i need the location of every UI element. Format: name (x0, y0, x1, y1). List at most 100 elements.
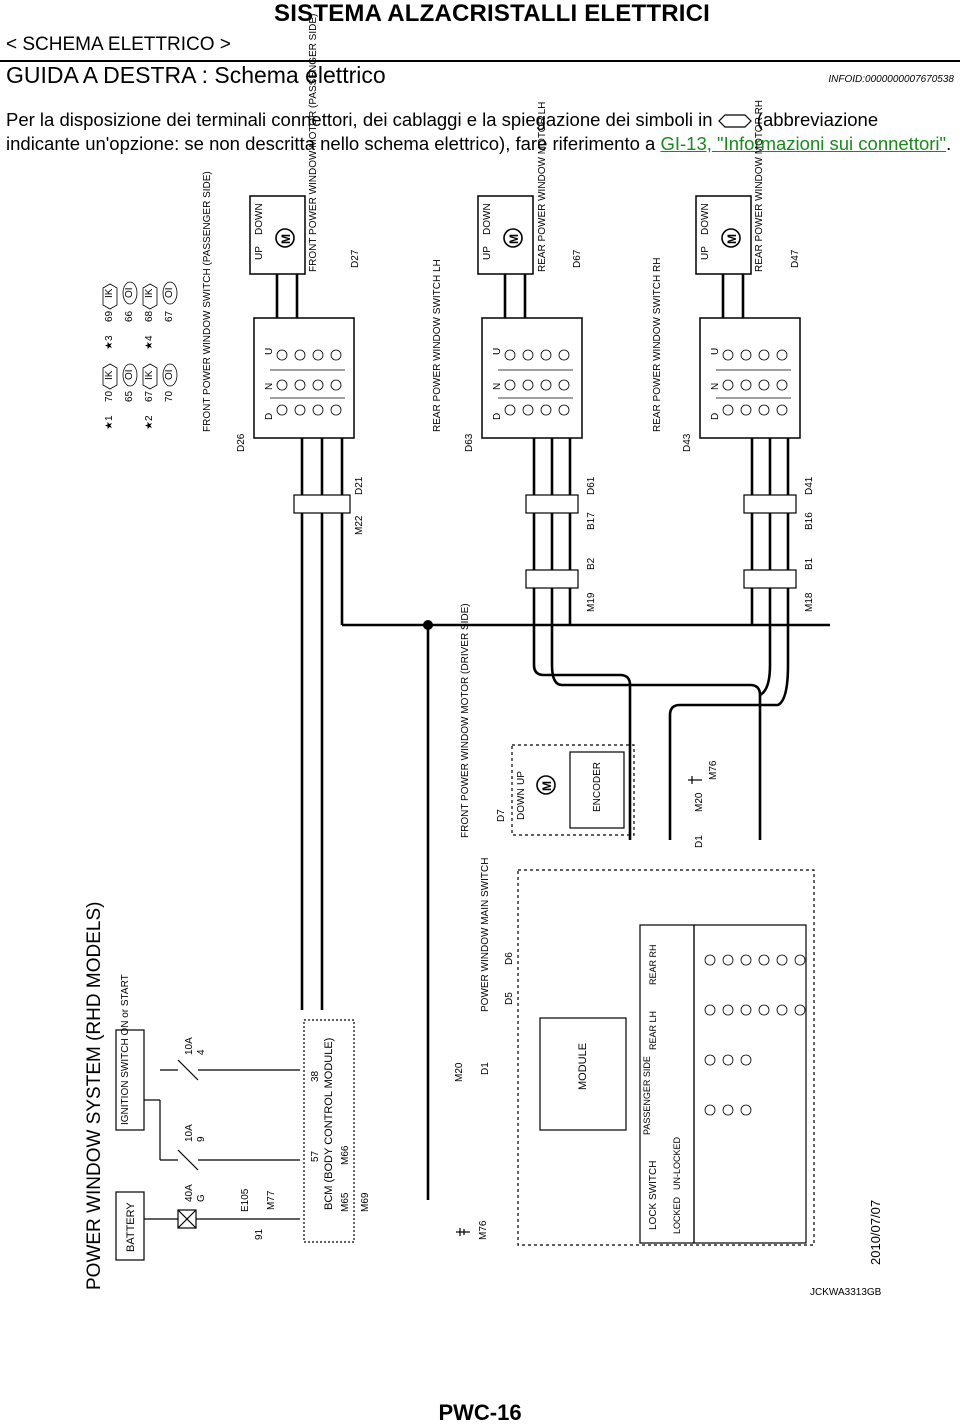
legend-a-3: 67 (144, 390, 155, 402)
page-subtitle: GUIDA A DESTRA : Schema elettrico (6, 62, 386, 88)
legend-mark-1: ★1 (104, 415, 115, 430)
rlm-name: REAR POWER WINDOW MOTOR LH (537, 102, 548, 272)
legend-d-3: IK (144, 288, 155, 298)
intro-text-end: . (946, 133, 952, 154)
fuse-10a-1-pin: 9 (196, 1136, 207, 1142)
fps-name: FRONT POWER WINDOW SWITCH (PASSENGER SID… (202, 171, 213, 432)
conn-b2: B2 (586, 557, 597, 570)
option-legend: ★1 70 IK ★3 69 IK 65 OI 66 OI ★2 67 IK ★… (102, 281, 178, 430)
rls-label-u: U (492, 348, 503, 355)
legend-a-1: 70 (104, 390, 115, 402)
front-passenger-switch: D N U FRONT POWER WINDOW SWITCH (PASSENG… (202, 171, 355, 452)
conn-d61: D61 (586, 476, 597, 495)
connector-blocks (293, 494, 797, 589)
rear-lh-switch: D N U REAR POWER WINDOW SWITCH LH D63 (432, 259, 583, 452)
legend-d-4: OI (164, 287, 175, 298)
legend-c-3: 68 (144, 310, 155, 322)
ignition-label: IGNITION SWITCH ON or START (120, 974, 131, 1125)
conn-m20-b: M20 (694, 792, 705, 812)
diagram-title: POWER WINDOW SYSTEM (RHD MODELS) (84, 902, 105, 1290)
main-switch-label: POWER WINDOW MAIN SWITCH (480, 858, 491, 1012)
conn-d1-a: D1 (480, 1062, 491, 1075)
battery-label: BATTERY (125, 1202, 137, 1252)
bcm-pin57: 57 (310, 1150, 321, 1162)
rlm-up: UP (482, 246, 493, 260)
intro-text-2: (abbreviazione indicante un'opzione: se … (6, 109, 879, 154)
bcm-m69: M69 (360, 1192, 371, 1212)
fps-label-d: D (264, 413, 275, 420)
legend-a-2: 65 (124, 390, 135, 402)
fuse-10a-1: 10A (184, 1124, 195, 1142)
page-heading: SISTEMA ALZACRISTALLI ELETTRICI (274, 0, 710, 27)
rls-name: REAR POWER WINDOW SWITCH LH (432, 259, 443, 432)
legend-c-4: 67 (164, 310, 175, 322)
dm-connector: D7 (496, 809, 507, 822)
rrs-name: REAR POWER WINDOW SWITCH RH (652, 258, 663, 432)
bcm-m65: M65 (340, 1192, 351, 1212)
fpm-connector: D27 (350, 249, 361, 268)
rear-rh-motor: M UP DOWN REAR POWER WINDOW MOTOR RH D47 (695, 100, 801, 275)
dm-down: DOWN (516, 788, 527, 820)
legend-c-2: 66 (124, 310, 135, 322)
conn-m76-b: M76 (708, 760, 719, 780)
splice-point (423, 620, 433, 630)
bcm-pin38: 38 (310, 1070, 321, 1082)
rear-lh-motor: M UP DOWN REAR POWER WINDOW MOTOR LH D67 (477, 102, 583, 275)
conn-e105: E105 (240, 1188, 251, 1212)
module-label: MODULE (577, 1043, 589, 1090)
conn-b16: B16 (804, 512, 815, 530)
conn-m20-a: M20 (454, 1062, 465, 1082)
legend-mark-3: ★2 (144, 415, 155, 430)
main-switch-d5: D5 (504, 992, 515, 1005)
legend-d-2: OI (124, 287, 135, 298)
fuse-10a-2-pin: 4 (196, 1049, 207, 1055)
diagram-code: JCKWA3313GB (810, 1287, 882, 1298)
bcm-m66: M66 (340, 1145, 351, 1165)
rrs-label-n: N (710, 383, 721, 390)
diagram-date: 2010/07/07 (868, 1200, 883, 1265)
conn-b17: B17 (586, 512, 597, 530)
rrm-m: M (725, 234, 739, 244)
pin-91: 91 (254, 1228, 265, 1240)
fps-connector: D26 (236, 433, 247, 452)
conn-d41: D41 (804, 476, 815, 495)
unlocked-label: UN-LOCKED (672, 1136, 682, 1190)
rear-rh-label: REAR RH (648, 944, 658, 985)
rrm-name: REAR POWER WINDOW MOTOR RH (754, 100, 765, 272)
fuse-40a: 40A (184, 1184, 195, 1202)
bcm-label: BCM (BODY CONTROL MODULE) (323, 1038, 335, 1210)
fpm-m: M (279, 234, 293, 244)
passenger-side-label: PASSENGER SIDE (642, 1056, 652, 1135)
page-number: PWC-16 (438, 1400, 522, 1425)
option-symbol-icon (717, 114, 752, 128)
bcm: BCM (BODY CONTROL MODULE) 57 38 M65 M66 … (303, 1019, 371, 1243)
harness-wires (300, 513, 830, 1200)
driver-motor: M UP DOWN ENCODER FRONT POWER WINDOW MOT… (460, 603, 635, 838)
conn-m19: M19 (586, 592, 597, 612)
legend-mark2-3: ★4 (144, 335, 155, 350)
battery-section: BATTERY IGNITION SWITCH ON or START (115, 974, 145, 1261)
conn-d21: D21 (354, 476, 365, 495)
fuse-40a-pin: G (196, 1194, 207, 1202)
legend-a-4: 70 (164, 390, 175, 402)
fpm-down: DOWN (254, 203, 265, 235)
ground-symbols (456, 776, 702, 1236)
conn-d1-b: D1 (694, 835, 705, 848)
fps-label-u: U (264, 348, 275, 355)
rrs-label-u: U (710, 348, 721, 355)
connector-info-link[interactable]: GI-13, "Informazioni sui connettori" (660, 133, 947, 154)
conn-m76-a: M76 (478, 1220, 489, 1240)
info-id: INFOID:0000000007670538 (828, 74, 954, 85)
legend-c-1: 69 (104, 310, 115, 322)
rrs-label-d: D (710, 413, 721, 420)
rlm-connector: D67 (572, 249, 583, 268)
dm-up: UP (516, 771, 527, 785)
main-switch: MODULE POWER WINDOW MAIN SWITCH D5 D6 LO… (480, 858, 815, 1246)
conn-m77: M77 (266, 1190, 277, 1210)
rear-rh-switch: D N U REAR POWER WINDOW SWITCH RH D43 (652, 258, 801, 452)
legend-b-2: OI (124, 369, 135, 380)
rls-label-d: D (492, 413, 503, 420)
rrm-connector: D47 (790, 249, 801, 268)
conn-m18: M18 (804, 592, 815, 612)
